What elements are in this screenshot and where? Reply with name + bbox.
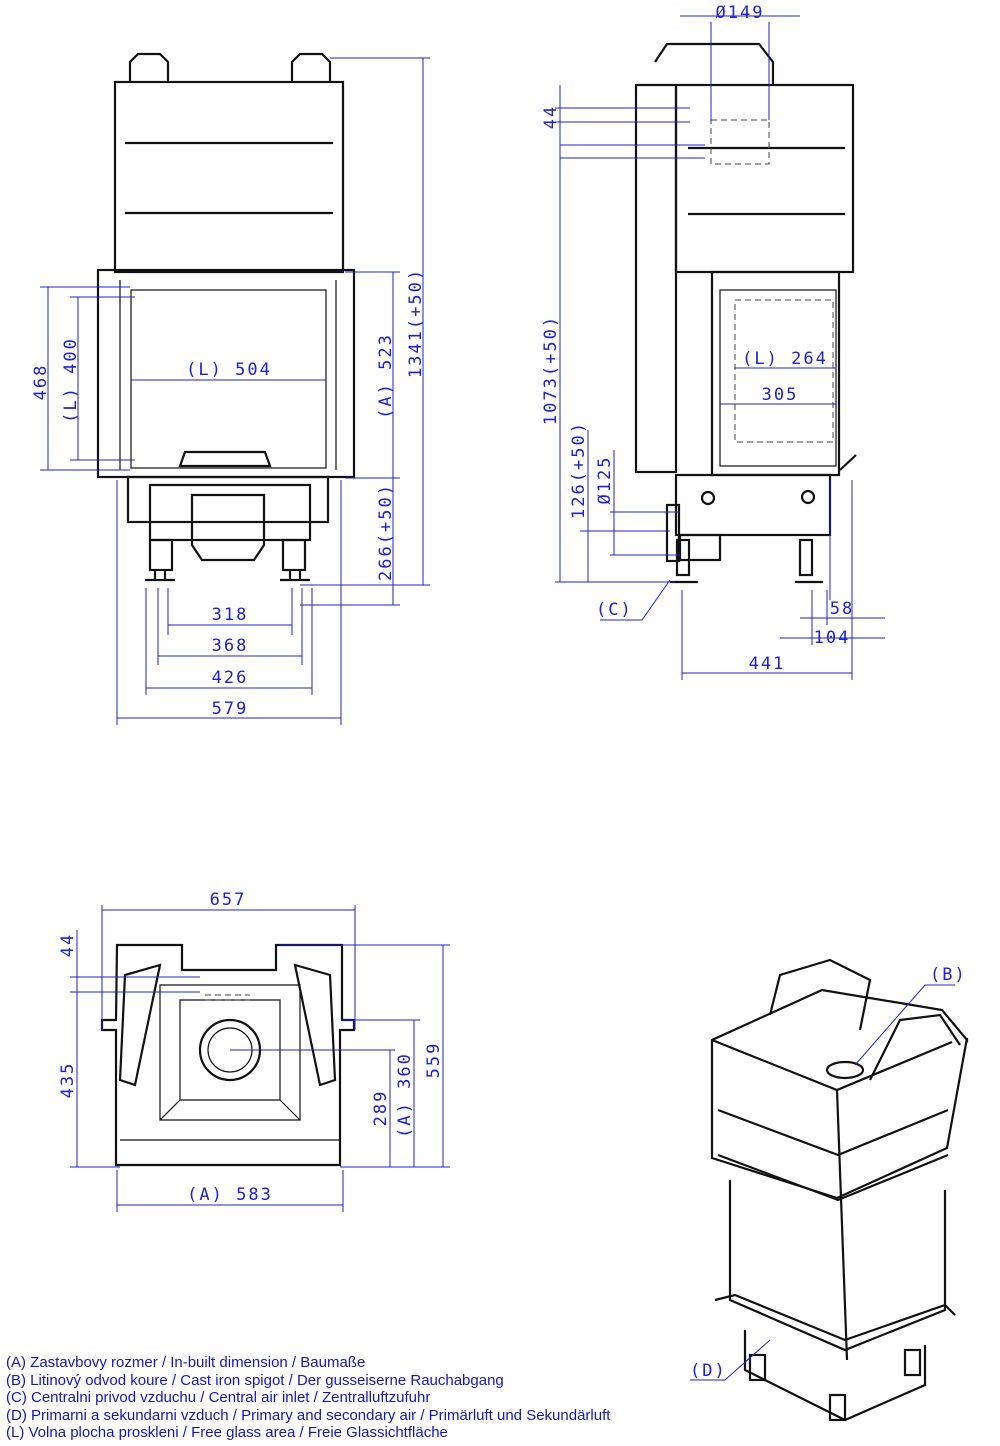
dim-1073: 1073(+50) (541, 315, 561, 425)
dim-l504: (L) 504 (186, 360, 272, 380)
top-view-dimensions: 657 44 435 289 (A) 360 559 (A) 583 (58, 890, 450, 1212)
label-d: (D) (690, 1361, 727, 1381)
dim-l400: (L) 400 (61, 337, 81, 423)
legend-item-d: (D) Primarni a sekundarni vzduch / Prima… (6, 1406, 611, 1424)
dim-657: 657 (210, 890, 247, 910)
dim-58: 58 (830, 599, 854, 619)
iso-labels: (B) (D) (690, 965, 967, 1381)
dim-559: 559 (424, 1042, 444, 1079)
dim-1341: 1341(+50) (406, 268, 426, 378)
label-b: (B) (930, 965, 967, 985)
dim-126: 126(+50) (569, 421, 589, 519)
dim-a523: (A) 523 (376, 333, 396, 419)
legend-item-c: (C) Centralni privod vzduchu / Central a… (6, 1389, 431, 1407)
dim-125: Ø125 (595, 456, 615, 505)
dim-266: 266(+50) (376, 483, 396, 581)
dim-305: 305 (762, 385, 799, 405)
dim-426: 426 (212, 668, 249, 688)
side-view (634, 42, 857, 584)
dim-289: 289 (371, 1090, 391, 1127)
dim-44-top: 44 (58, 933, 78, 957)
dim-368: 368 (212, 636, 249, 656)
front-view (96, 52, 356, 582)
dim-a360: (A) 360 (395, 1052, 415, 1138)
front-view-dimensions: 468 (L) 400 (L) 504 (A) 523 1341(+50) 26… (31, 57, 430, 725)
dim-l264: (L) 264 (742, 349, 828, 369)
dim-441: 441 (749, 654, 786, 674)
top-view (100, 943, 356, 1167)
isometric-view (710, 958, 969, 1422)
dim-149: Ø149 (716, 3, 765, 23)
dim-579: 579 (212, 699, 249, 719)
dim-435: 435 (58, 1062, 78, 1099)
label-c: (C) (596, 600, 633, 620)
dim-318: 318 (212, 605, 249, 625)
dim-468: 468 (31, 364, 51, 401)
legend-item-b: (B) Litinový odvod koure / Cast iron spi… (6, 1371, 504, 1389)
dim-a583: (A) 583 (187, 1185, 273, 1205)
side-view-dimensions: Ø149 44 1073(+50) 126(+50) Ø125 (C) (L) … (541, 3, 885, 680)
legend-item-a: (A) Zastavbovy rozmer / In-built dimensi… (6, 1354, 366, 1371)
dim-44-side: 44 (541, 105, 561, 129)
dim-104: 104 (814, 628, 851, 648)
legend-item-l: (L) Volna plocha proskleni / Free glass … (6, 1424, 448, 1442)
legend: (A) Zastavbovy rozmer / In-built dimensi… (6, 1354, 610, 1442)
